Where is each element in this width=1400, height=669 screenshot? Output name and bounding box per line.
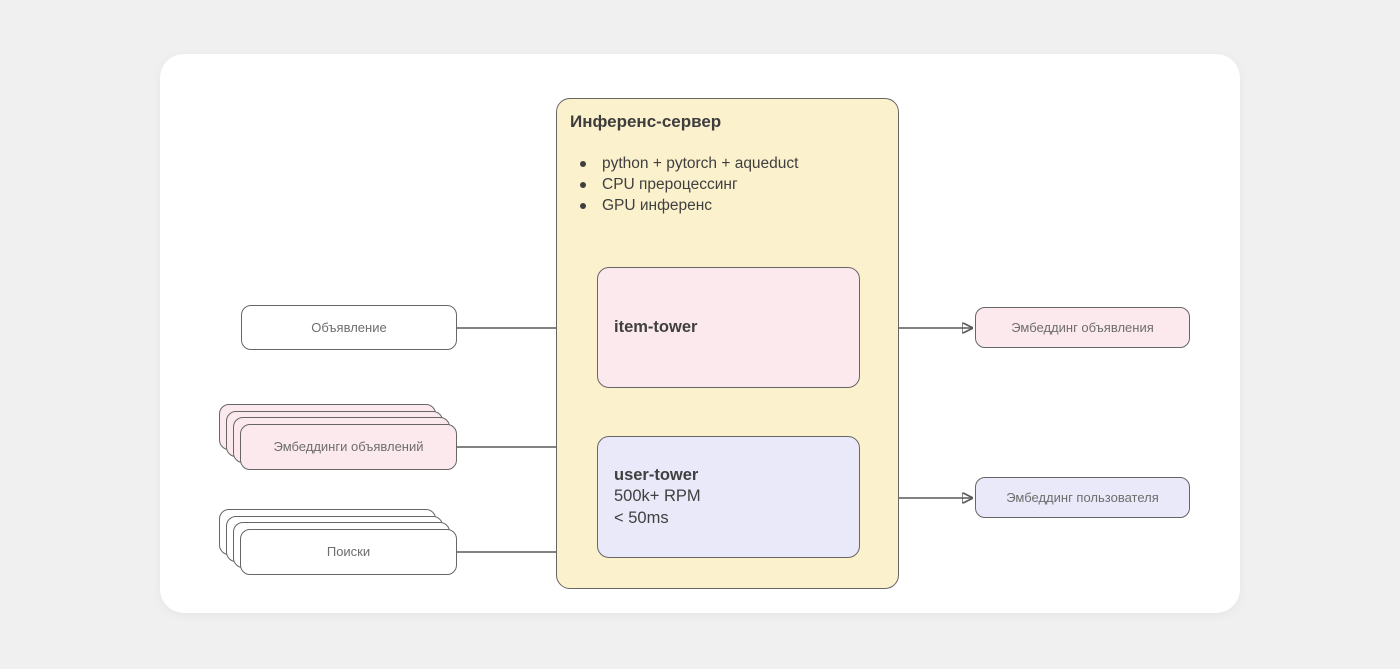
bullet-item-gpu: GPU инференс bbox=[580, 195, 880, 216]
user-embedding-output-label: Эмбеддинг пользователя bbox=[1006, 490, 1159, 505]
inference-server-bullet-list: python + pytorch + aqueduct CPU прероцес… bbox=[580, 153, 880, 216]
user-tower-node: user-tower 500k+ RPM < 50ms bbox=[597, 436, 860, 558]
inference-server-title: Инференс-сервер bbox=[570, 112, 722, 131]
searches-stack-front: Поиски bbox=[240, 528, 457, 575]
bullet-dot-icon bbox=[580, 203, 586, 209]
searches-label: Поиски bbox=[326, 544, 371, 559]
ad-embedding-output-node: Эмбеддинг объявления bbox=[975, 307, 1190, 348]
user-tower-label: user-tower bbox=[614, 465, 699, 484]
item-tower-label: item-tower bbox=[614, 317, 698, 336]
ad-input-label: Объявление bbox=[311, 320, 387, 335]
ad-embeddings-stack-front: Эмбеддинги объявлений bbox=[240, 423, 457, 470]
ad-embeddings-label: Эмбеддинги объявлений bbox=[273, 439, 424, 454]
item-tower-node: item-tower bbox=[597, 267, 860, 388]
ad-input-node: Объявление bbox=[241, 305, 457, 350]
user-embedding-output-node: Эмбеддинг пользователя bbox=[975, 477, 1190, 518]
bullet-dot-icon bbox=[580, 182, 586, 188]
user-tower-latency: < 50ms bbox=[614, 508, 669, 527]
bullet-dot-icon bbox=[580, 161, 586, 167]
bullet-item-stack: python + pytorch + aqueduct bbox=[580, 153, 880, 174]
user-tower-rpm: 500k+ RPM bbox=[614, 487, 701, 506]
ad-embedding-output-label: Эмбеддинг объявления bbox=[1011, 320, 1154, 335]
bullet-item-cpu: CPU прероцессинг bbox=[580, 174, 880, 195]
